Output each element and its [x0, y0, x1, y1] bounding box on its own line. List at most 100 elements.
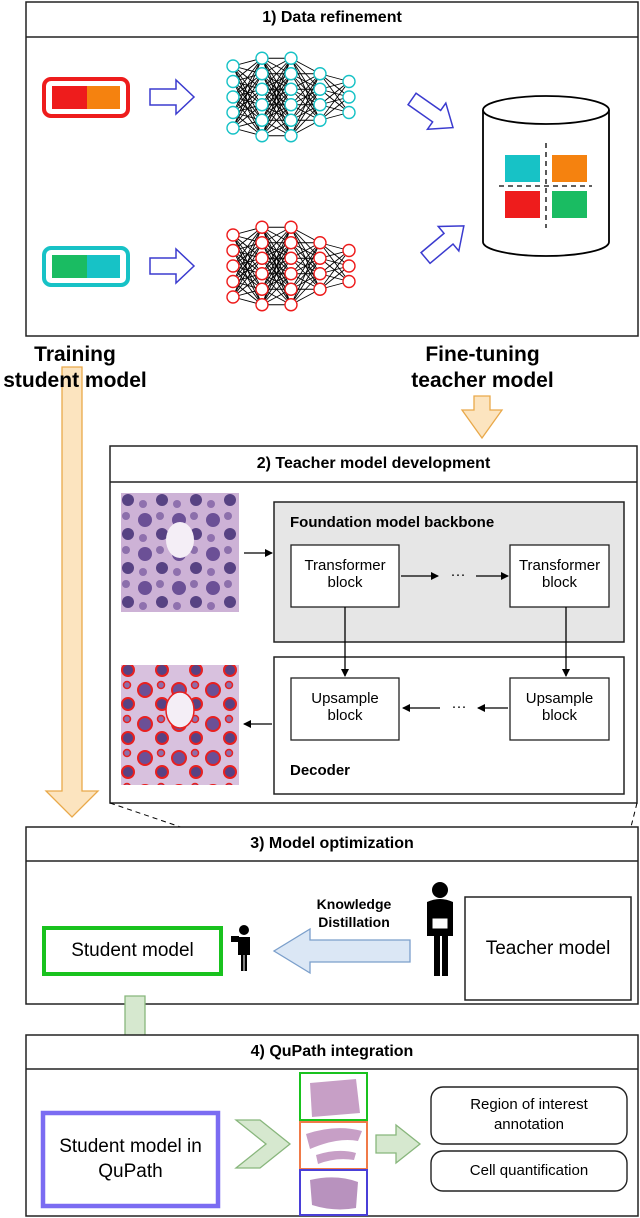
arrow-outline-1	[149, 78, 196, 116]
network-node	[284, 129, 298, 143]
network-node	[226, 105, 240, 120]
network-edge	[290, 273, 321, 306]
transformer-block-1-line1: Transformer	[304, 557, 386, 574]
network-node	[342, 74, 356, 89]
ellipsis-upsample: ···	[451, 698, 467, 715]
slide-thumbnails	[299, 1072, 368, 1216]
network-edge	[232, 242, 263, 298]
network-node	[255, 67, 269, 81]
network-edge	[290, 104, 321, 137]
network-edge	[290, 73, 321, 136]
network-edge	[261, 242, 292, 305]
network-edge	[232, 226, 263, 267]
training-label-line2: student model	[3, 369, 147, 393]
network-node	[226, 74, 240, 89]
network-edge	[290, 242, 321, 305]
network-node	[226, 259, 240, 273]
network-edge	[261, 227, 292, 274]
section2-connectors	[243, 549, 570, 728]
network-edge	[261, 58, 292, 121]
roi-line2: annotation	[493, 1115, 565, 1133]
student-qupath-box	[40, 1110, 221, 1209]
arrow-training-student	[44, 366, 100, 818]
network-edge	[319, 250, 350, 290]
network-node	[226, 121, 240, 135]
network-edge	[261, 227, 292, 290]
neural-network-cyan	[226, 51, 356, 143]
section-title-model-opt: 3) Model optimization	[250, 835, 414, 852]
network-node	[255, 98, 269, 112]
network-node	[284, 113, 298, 127]
roi-annotation-label: Region of interest annotation	[431, 1095, 627, 1134]
transformer-block-1-box	[290, 544, 400, 608]
section-title-data-refinement: 1) Data refinement	[262, 9, 402, 26]
network-node	[255, 113, 269, 127]
upsample-block-2-line2: block	[541, 707, 578, 725]
network-node	[284, 51, 298, 65]
cell-quantification-label: Cell quantification	[469, 1162, 589, 1179]
arrow-outline-to-db-top	[407, 92, 455, 131]
network-edge	[261, 89, 292, 136]
arrow-knowledge-distillation	[272, 927, 411, 975]
network-node	[313, 98, 327, 112]
upsample-block-2-box	[509, 677, 610, 741]
upsample-block-1-line1: Upsample	[311, 690, 379, 707]
student-person-icon	[231, 925, 250, 971]
fine-tuning-label: Fine-tuning teacher model	[390, 342, 575, 395]
distillation-label: Distillation	[318, 914, 390, 931]
network-node	[284, 251, 298, 265]
network-node	[313, 251, 327, 265]
network-edge	[261, 258, 292, 305]
network-edge	[290, 89, 321, 136]
transformer-block-2-line1: Transformer	[518, 557, 601, 574]
network-node	[226, 290, 240, 304]
input-token-red-orange	[42, 77, 130, 118]
network-edge	[319, 81, 350, 121]
fine-tuning-label-line1: Fine-tuning	[425, 343, 540, 366]
network-edge	[290, 73, 321, 121]
network-edge	[232, 58, 263, 113]
network-node	[313, 82, 327, 96]
fine-tuning-label-line2: teacher model	[411, 369, 554, 393]
neural-network-red	[226, 220, 356, 312]
network-node	[284, 236, 298, 250]
network-node	[226, 90, 240, 104]
foundation-backbone-label: Foundation model backbone	[290, 514, 495, 531]
network-node	[284, 82, 298, 96]
network-node	[226, 228, 240, 242]
histology-lumen	[166, 522, 194, 558]
upsample-block-1-box	[290, 677, 400, 741]
network-node	[226, 274, 240, 289]
network-edge	[290, 258, 321, 305]
network-node	[313, 267, 327, 281]
network-node	[255, 251, 269, 265]
histology-seg-lumen	[165, 691, 195, 729]
network-edge	[261, 73, 292, 136]
network-node	[313, 282, 327, 296]
knowledge-label: Knowledge	[316, 896, 392, 912]
network-node	[255, 220, 269, 234]
ellipsis-transformer: ···	[450, 566, 466, 583]
database-cylinder	[482, 95, 610, 257]
network-node	[255, 51, 269, 65]
teacher-model-box	[464, 896, 632, 1001]
network-edge	[261, 226, 292, 259]
network-node	[313, 67, 327, 81]
transformer-block-1-line2: block	[327, 574, 363, 592]
roi-annotation-box	[430, 1086, 628, 1145]
teacher-model-label: Teacher model	[485, 938, 611, 959]
input-token-cyan-green	[42, 246, 130, 287]
network-node	[342, 90, 356, 104]
network-edge	[232, 57, 263, 98]
network-edge	[261, 273, 292, 306]
network-node	[284, 98, 298, 112]
arrow-outline-to-db-bottom	[419, 225, 465, 265]
upsample-block-1-line2: block	[327, 707, 363, 725]
network-node	[342, 274, 356, 289]
network-node	[255, 267, 269, 281]
network-node	[313, 113, 327, 127]
network-node	[342, 105, 356, 120]
student-qupath-line2: QuPath	[98, 1160, 163, 1182]
network-node	[255, 236, 269, 250]
network-node	[342, 259, 356, 273]
